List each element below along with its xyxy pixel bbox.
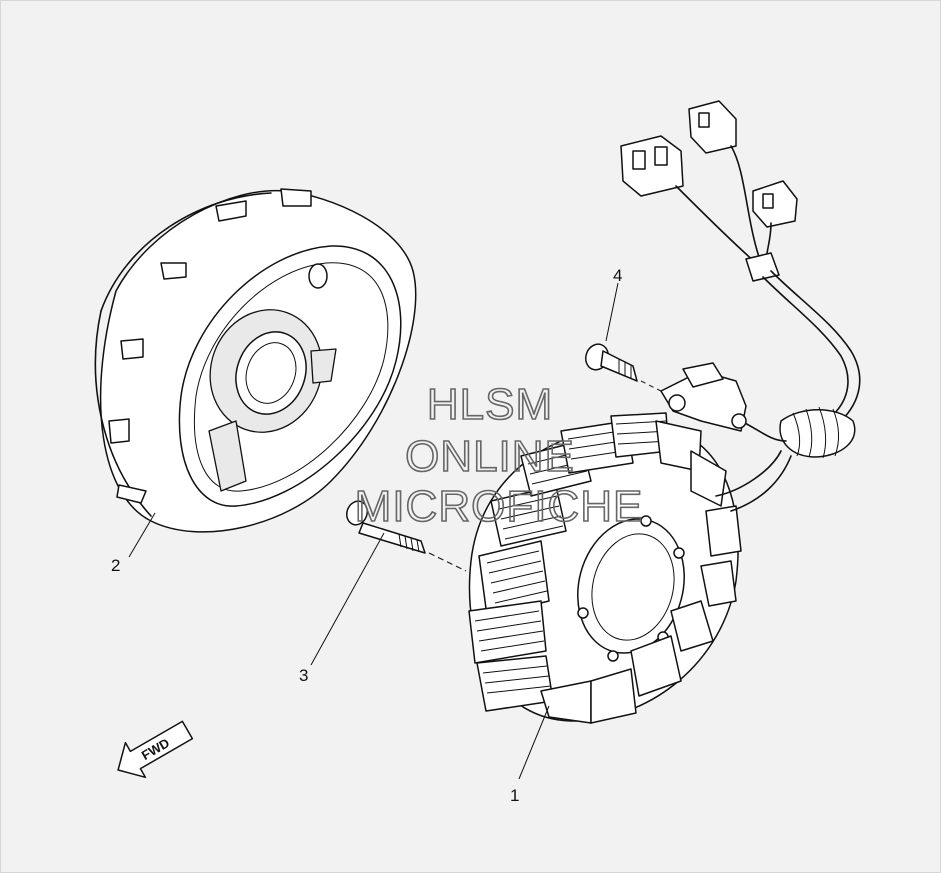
stator-coils (468, 412, 742, 724)
watermark-line-2: ONLINE (405, 432, 575, 481)
callout-1: 1 (510, 786, 519, 805)
fwd-direction-arrow: FWD (117, 720, 194, 779)
callout-4: 4 (613, 266, 622, 285)
callout-2: 2 (111, 556, 120, 575)
watermark-line-1: HLSM (427, 380, 553, 429)
callout-3: 3 (299, 666, 308, 685)
watermark-line-3: MICROFICHE (355, 482, 644, 531)
bolt-3 (310, 500, 467, 666)
watermark: HLSM ONLINE MICROFICHE (354, 379, 644, 532)
rotor-assembly (94, 188, 417, 558)
stator-assembly (468, 412, 742, 780)
screw-4 (584, 282, 662, 392)
wire-harness (620, 100, 861, 512)
